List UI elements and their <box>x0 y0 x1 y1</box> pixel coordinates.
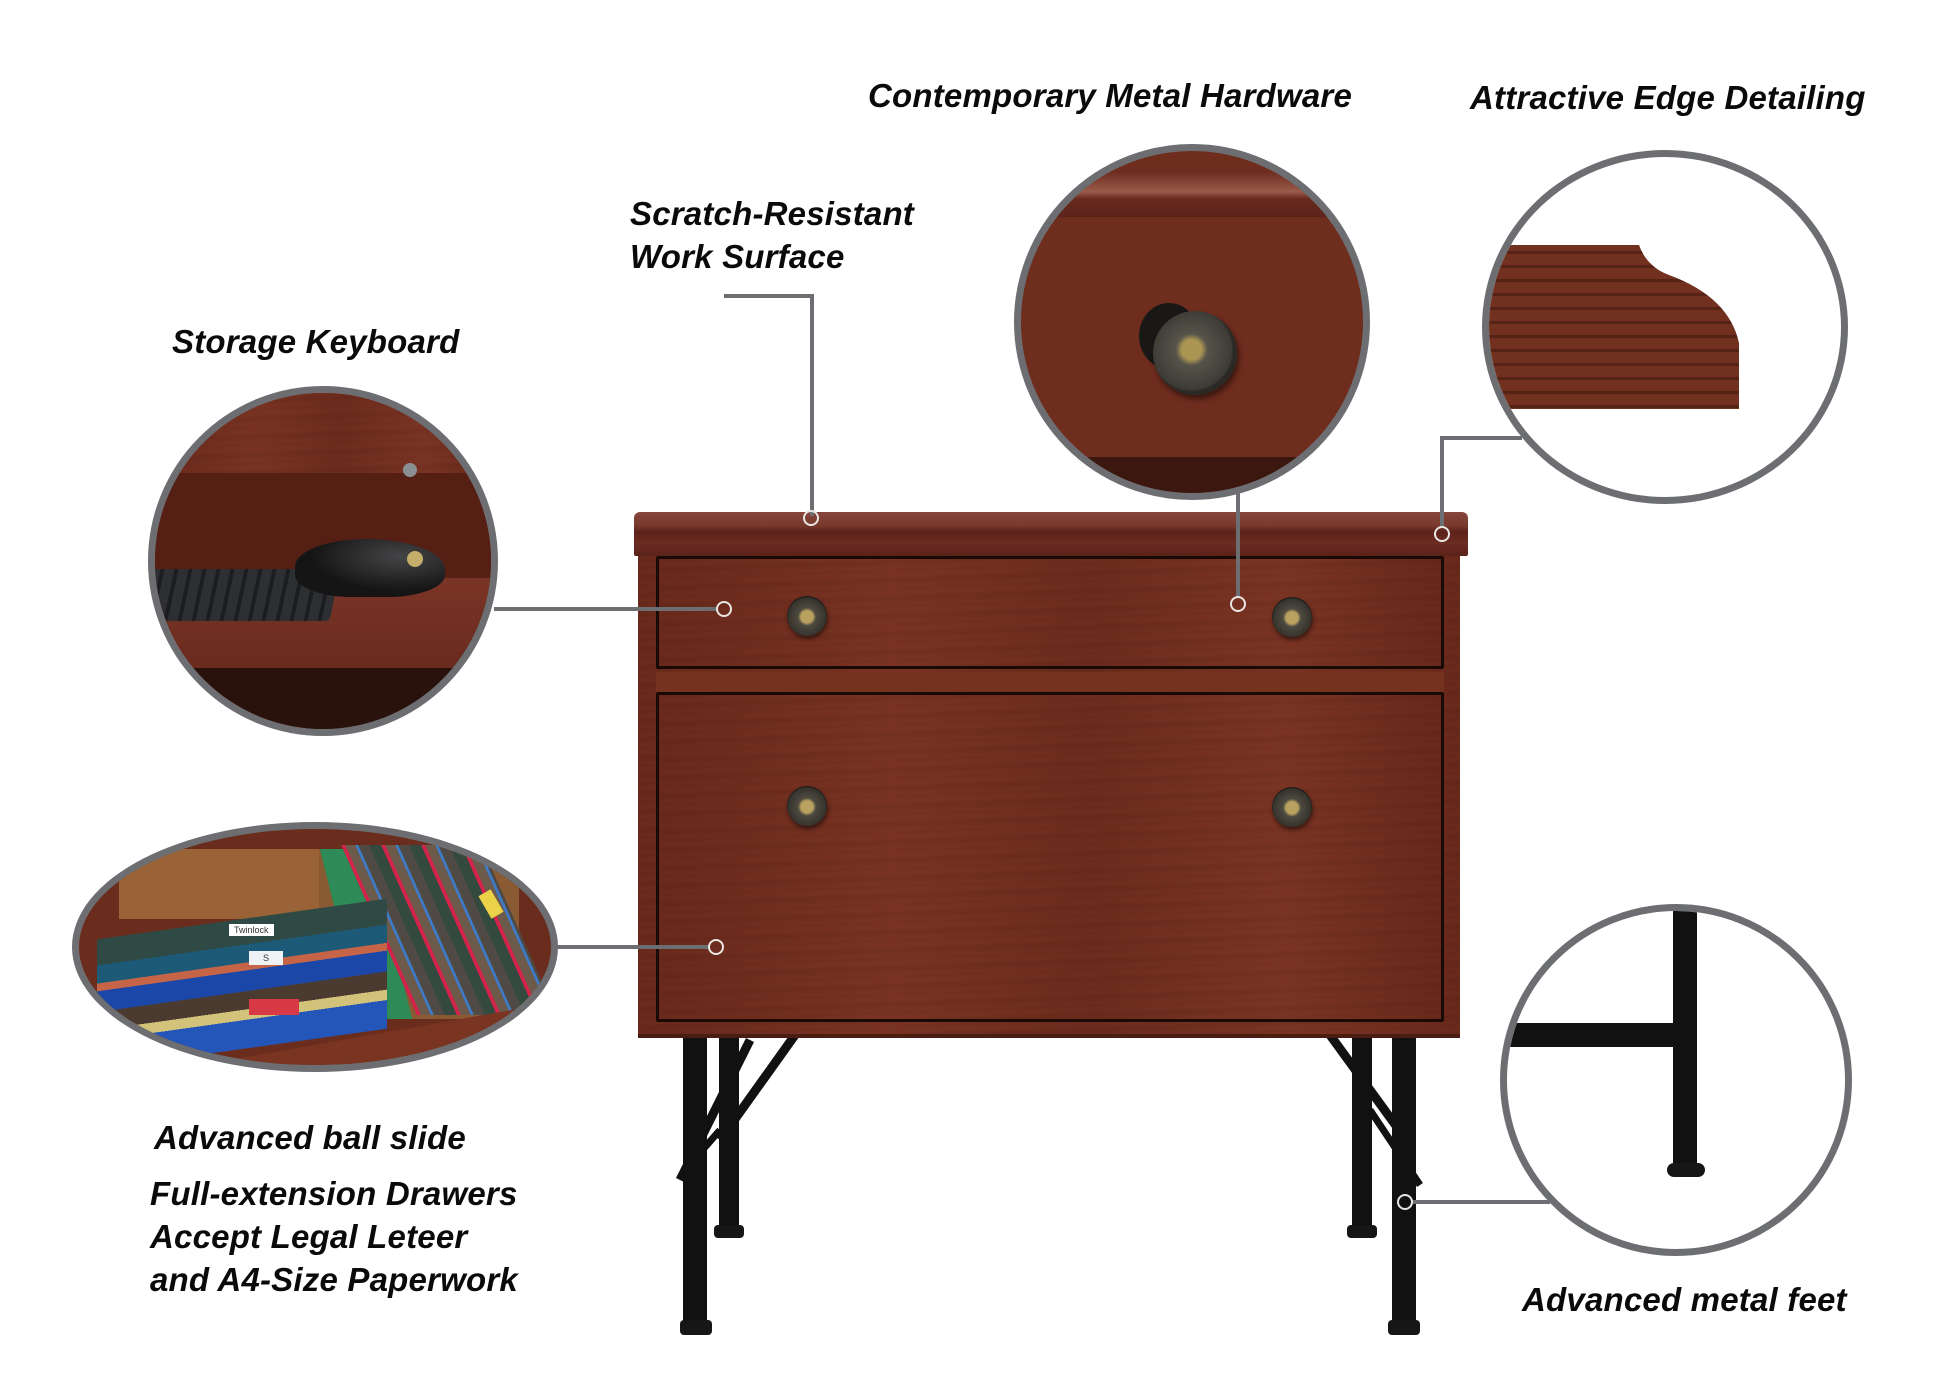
callout-dot-drawer <box>708 939 724 955</box>
leg-front-left <box>683 1035 707 1330</box>
detail-bubble-edge <box>1482 150 1848 504</box>
callout-dot-edge <box>1434 526 1450 542</box>
label-storage-keyboard: Storage Keyboard <box>172 323 460 360</box>
mouse-key-lock <box>407 551 423 567</box>
callout-dot-feet <box>1397 1194 1413 1210</box>
callout-line-surface-h <box>724 294 812 298</box>
bottom-drawer-knob-left[interactable] <box>787 786 827 826</box>
leg-front-right <box>1392 1035 1416 1330</box>
label-drawers-line1: Full-extension Drawers <box>150 1175 518 1212</box>
keyboard-tray-lower <box>155 668 491 729</box>
label-drawers-line3: and A4-Size Paperwork <box>150 1261 518 1298</box>
callout-line-edge-v <box>1440 436 1444 528</box>
feet-detail-crossbar <box>1507 1023 1697 1047</box>
callout-dot-hardware <box>1230 596 1246 612</box>
hardware-bottom-gap <box>1021 457 1363 493</box>
label-scratch-resistant-line1: Scratch-Resistant <box>630 195 914 232</box>
work-surface-top <box>634 512 1468 556</box>
label-advanced-ball-slide: Advanced ball slide <box>154 1119 466 1156</box>
top-drawer-knob-left[interactable] <box>787 596 827 636</box>
label-full-extension-drawers: Full-extension Drawers Accept Legal Lete… <box>150 1172 518 1301</box>
label-advanced-metal-feet: Advanced metal feet <box>1522 1281 1847 1318</box>
detail-bubble-feet <box>1500 904 1852 1256</box>
mouse-icon <box>295 539 445 597</box>
leg-cross-braces <box>675 1032 1423 1187</box>
label-scratch-resistant: Scratch-Resistant Work Surface <box>630 192 914 278</box>
bottom-drawer-front[interactable] <box>656 692 1444 1022</box>
callout-line-keyboard <box>494 607 718 611</box>
foot-back-left <box>714 1225 744 1238</box>
hardware-top-rail <box>1021 171 1363 217</box>
label-scratch-resistant-line2: Work Surface <box>630 238 845 275</box>
file-tab-red <box>249 999 299 1015</box>
label-attractive-edge-detailing: Attractive Edge Detailing <box>1470 79 1866 116</box>
file-tab-twinlock: Twinlock <box>229 924 274 936</box>
callout-dot-surface <box>803 510 819 526</box>
foot-front-left <box>680 1320 712 1335</box>
bottom-drawer-knob-right[interactable] <box>1272 787 1312 827</box>
keyboard-tray-top-edge <box>155 393 491 473</box>
callout-dot-keyboard <box>716 601 732 617</box>
callout-line-hardware-v <box>1236 488 1240 596</box>
detail-bubble-hardware <box>1014 144 1370 500</box>
hardware-knob-icon <box>1153 311 1237 395</box>
top-drawer-knob-right[interactable] <box>1272 597 1312 637</box>
detail-bubble-ball-slide: Twinlock S <box>72 822 558 1072</box>
label-contemporary-metal-hardware: Contemporary Metal Hardware <box>868 77 1353 114</box>
edge-profile-icon <box>1489 245 1739 409</box>
label-drawers-line2: Accept Legal Leteer <box>150 1218 468 1255</box>
drawer-interior-back <box>119 849 339 919</box>
detail-bubble-keyboard <box>148 386 498 736</box>
callout-line-feet <box>1412 1200 1550 1204</box>
feet-detail-foot-pad <box>1667 1163 1705 1177</box>
lock-screw-icon <box>403 463 417 477</box>
foot-front-right <box>1388 1320 1420 1335</box>
top-drawer-front[interactable] <box>656 556 1444 669</box>
callout-line-drawer <box>548 945 710 949</box>
callout-line-edge-h <box>1440 436 1522 440</box>
callout-line-surface-v <box>810 294 814 516</box>
foot-back-right <box>1347 1225 1377 1238</box>
file-tab-s: S <box>249 951 284 965</box>
drawer-divider-rail <box>656 672 1444 692</box>
